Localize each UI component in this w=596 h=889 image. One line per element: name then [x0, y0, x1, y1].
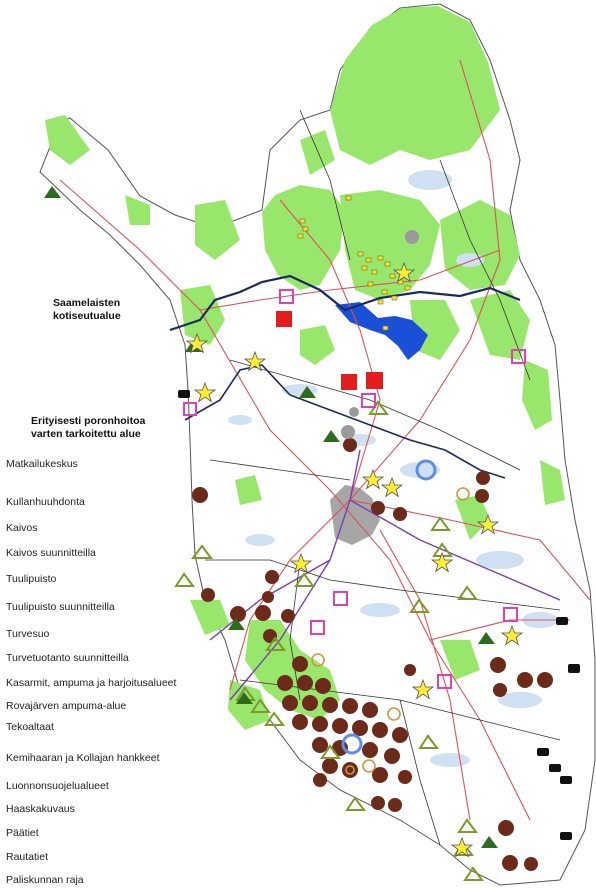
sami-homeland-boundary — [169, 274, 521, 332]
legend-item-main-roads: Päätiet — [6, 827, 39, 839]
peat-bogs — [192, 438, 553, 871]
reindeer-area-label: Erityisesti poronhoitoa varten tarkoitet… — [31, 415, 145, 441]
planned-peat-production — [311, 487, 470, 775]
sami-label-line1: Saamelaisten — [53, 297, 121, 309]
legend-item-wind-planned: Tuulipuisto suunnitteilla — [6, 601, 115, 613]
sami-homeland-label: Saamelaisten kotiseutualue — [53, 297, 121, 323]
legend-item-rovajarvi: Rovajärven ampuma-alue — [6, 700, 127, 712]
gray-markers — [341, 230, 419, 439]
railways — [209, 449, 561, 701]
lakes — [228, 170, 558, 767]
legend-item-wind-park: Tuulipuisto — [6, 573, 57, 585]
mines — [276, 311, 383, 390]
tourism-centres — [185, 261, 524, 858]
gold-panning — [297, 195, 411, 331]
legend-item-kemihaara: Kemihaaran ja Kollajan hankkeet — [6, 752, 160, 764]
herding-district-borders — [205, 109, 561, 846]
legend-item-district-border: Paliskunnan raja — [6, 874, 84, 886]
reindeer-label-line2: varten tarkoitettu alue — [31, 428, 141, 440]
barracks — [44, 186, 498, 848]
legend-item-barracks: Kasarmit, ampuma ja harjoitusalueet — [6, 677, 177, 689]
reindeer-area-boundary — [184, 364, 506, 479]
kemihaara-kollaja-projects — [341, 459, 437, 755]
legend-item-railways: Rautatiet — [6, 851, 49, 863]
carcass-photography — [178, 390, 580, 840]
legend-item-reservoirs: Tekoaltaat — [6, 721, 54, 733]
legend-item-peat-planned: Turvetuotanto suunnitteilla — [6, 652, 129, 664]
legend-item-tourism: Matkailukeskus — [6, 458, 78, 470]
legend-item-peat-bog: Turvesuo — [6, 628, 50, 640]
mines-planned — [183, 289, 526, 689]
main-roads — [59, 59, 591, 821]
legend-item-mine-planned: Kaivos suunnitteilla — [6, 547, 96, 559]
reservoir-lokka-porttipahta — [335, 302, 428, 360]
sami-label-line2: kotiseutualue — [53, 310, 121, 322]
gray-urban-area — [330, 485, 380, 545]
legend-item-carcass-photo: Haaskakuvaus — [6, 803, 75, 815]
legend-item-gold-panning: Kullanhuuhdonta — [6, 496, 85, 508]
legend-item-mine: Kaivos — [6, 522, 38, 534]
reindeer-label-line1: Erityisesti poronhoitoa — [31, 415, 146, 427]
legend-item-nature-reserves: Luonnonsuojelualueet — [6, 780, 109, 792]
